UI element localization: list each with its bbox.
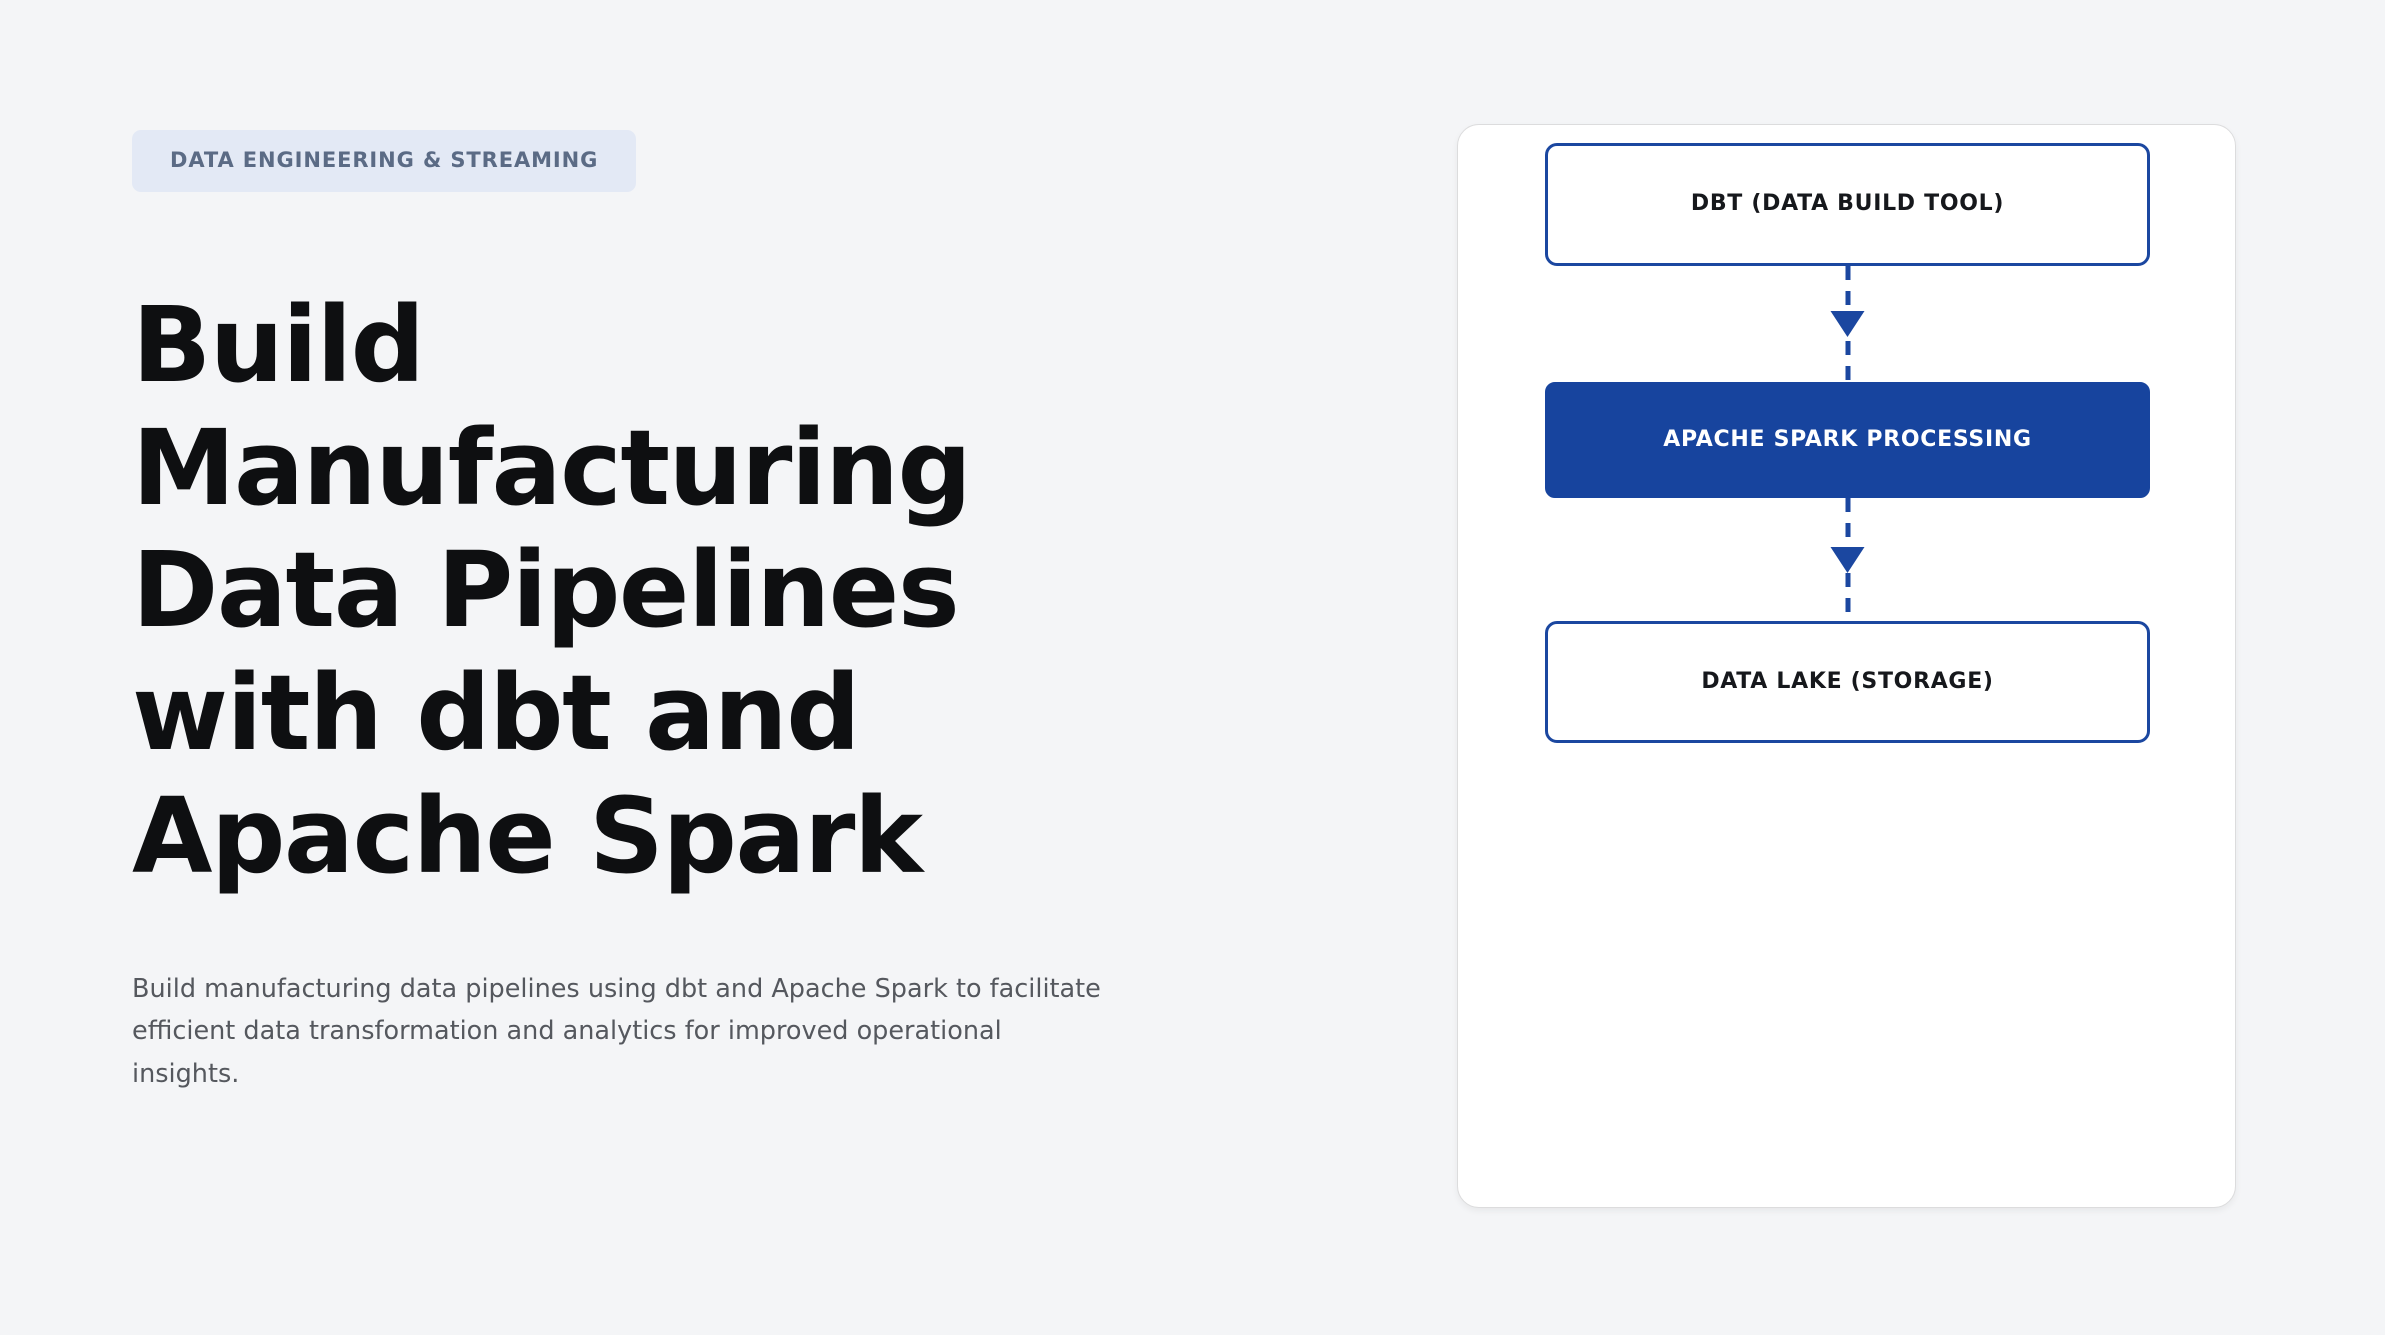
flow-node-dbt-label: DBT (DATA BUILD TOOL) bbox=[1690, 191, 2005, 217]
flow-node-spark-label: APACHE SPARK PROCESSING bbox=[1663, 426, 2032, 452]
arrow-down-icon bbox=[1830, 311, 1865, 337]
arrow-down-icon bbox=[1830, 546, 1865, 573]
hero-description: Build manufacturing data pipelines using… bbox=[132, 973, 1101, 1090]
diagram-card: DBT (DATA BUILD TOOL) APACHE SPARK PROCE… bbox=[1457, 124, 2236, 1208]
headline-line-2: Manufacturing bbox=[132, 406, 972, 529]
headline-line-4: with dbt and bbox=[132, 652, 861, 775]
flow-node-data-lake-label: DATA LAKE (STORAGE) bbox=[1701, 668, 1994, 694]
pipeline-flow-diagram: DBT (DATA BUILD TOOL) APACHE SPARK PROCE… bbox=[1545, 125, 2150, 1207]
flow-node-data-lake: DATA LAKE (STORAGE) bbox=[1545, 621, 2150, 743]
flow-connector-dbt-to-spark bbox=[1830, 266, 1865, 382]
category-badge: DATA ENGINEERING & STREAMING bbox=[132, 130, 637, 192]
headline-line-5: Apache Spark bbox=[132, 774, 923, 897]
page-title: Build Manufacturing Data Pipelines with … bbox=[132, 284, 1052, 898]
flow-node-spark: APACHE SPARK PROCESSING bbox=[1545, 382, 2150, 498]
headline-line-1: Build bbox=[132, 284, 425, 406]
headline-line-3: Data Pipelines bbox=[132, 529, 960, 652]
category-badge-label: DATA ENGINEERING & STREAMING bbox=[170, 148, 599, 172]
flow-node-dbt: DBT (DATA BUILD TOOL) bbox=[1545, 143, 2150, 266]
hero-text-column: DATA ENGINEERING & STREAMING Build Manuf… bbox=[132, 130, 1252, 1122]
flow-connector-spark-to-datalake bbox=[1830, 498, 1865, 621]
